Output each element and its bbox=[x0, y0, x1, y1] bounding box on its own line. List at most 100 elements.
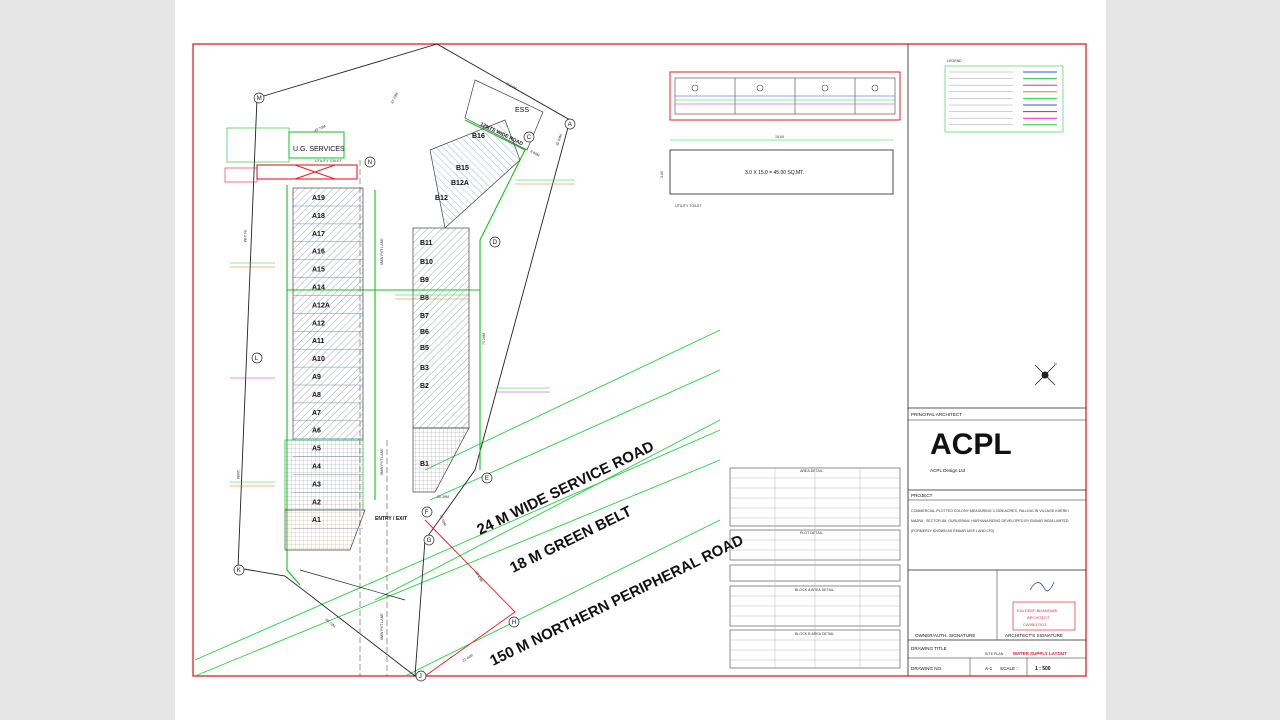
plot-label-a16: A16 bbox=[312, 249, 325, 256]
svg-text:94.24M: 94.24M bbox=[243, 230, 247, 242]
lane-label-1: 6MW PVT LANE bbox=[380, 238, 384, 265]
legend: LEGEND bbox=[944, 59, 1064, 133]
ug-services-box: U.G. SERVICES UTILITY TOILET bbox=[256, 131, 358, 180]
lane-label-2: 6MW PVT LANE bbox=[380, 448, 384, 475]
svg-text:U.G. SERVICES: U.G. SERVICES bbox=[293, 146, 345, 153]
corner-marker-j bbox=[415, 670, 427, 682]
corner-marker-n bbox=[364, 156, 376, 168]
plot-label-a5: A5 bbox=[312, 446, 321, 453]
svg-text:100M: 100M bbox=[236, 470, 240, 479]
corner-label-h: H bbox=[512, 620, 516, 626]
plot-label-a8: A8 bbox=[312, 392, 321, 399]
plot-label-b3: B3 bbox=[420, 365, 429, 372]
svg-text:OWNER/AUTH. SIGNATURE: OWNER/AUTH. SIGNATURE bbox=[915, 633, 975, 638]
plot-label-a7: A7 bbox=[312, 410, 321, 417]
svg-text:COMMERCIAL PLOTTED COLONY MEAS: COMMERCIAL PLOTTED COLONY MEASURING 3.33… bbox=[911, 509, 1069, 513]
svg-text:ARCHITECT: ARCHITECT bbox=[1027, 615, 1050, 620]
svg-text:(FORMERLY KNOWN AS EMAAR MGF L: (FORMERLY KNOWN AS EMAAR MGF LAND LTD) bbox=[911, 529, 994, 533]
plot-label-a12a: A12A bbox=[312, 302, 330, 309]
corner-marker-a bbox=[564, 118, 576, 130]
corner-label-m: M bbox=[257, 96, 262, 102]
svg-text:DRAWING NO.: DRAWING NO. bbox=[911, 666, 942, 671]
svg-text:PROJECT: PROJECT bbox=[911, 493, 933, 498]
svg-text:CA/95/17913: CA/95/17913 bbox=[1023, 622, 1047, 627]
corner-marker-m bbox=[253, 92, 265, 104]
north-arrow-icon: N bbox=[1034, 362, 1057, 386]
svg-text:WATER SUPPLY LAYOUT: WATER SUPPLY LAYOUT bbox=[1013, 651, 1067, 656]
corner-label-a: A bbox=[568, 122, 572, 128]
plot-label-a19: A19 bbox=[312, 195, 325, 202]
road-lines bbox=[194, 329, 721, 677]
svg-text:35.43M: 35.43M bbox=[474, 571, 483, 583]
ess-box: ESS bbox=[464, 79, 544, 151]
svg-text:30.00M: 30.00M bbox=[555, 134, 563, 147]
plot-label-a10: A10 bbox=[312, 356, 325, 363]
plot-label-b7: B7 bbox=[420, 313, 429, 320]
dimension-labels: 43.70M 47.70M 46.54M 8.80M 30.00M 94.24M… bbox=[236, 81, 563, 663]
plot-label-a4: A4 bbox=[312, 464, 321, 471]
corner-label-e: E bbox=[485, 476, 489, 482]
annotations bbox=[224, 127, 575, 487]
plot-label-a6: A6 bbox=[312, 428, 321, 435]
svg-text:68.72M: 68.72M bbox=[324, 618, 336, 629]
svg-text:3.00: 3.00 bbox=[660, 171, 664, 178]
entry-exit-label: ENTRY / EXIT bbox=[375, 516, 407, 522]
plot-label-b1: B1 bbox=[420, 461, 429, 468]
corner-marker-l bbox=[251, 352, 263, 364]
block-a-labels: A19A18A17A16A15A14A12AA12A11A10A9A8A7A6A… bbox=[293, 195, 363, 529]
corner-marker-f bbox=[421, 506, 433, 518]
corner-label-d: D bbox=[493, 240, 498, 246]
svg-text:DRAWING TITLE: DRAWING TITLE bbox=[911, 646, 947, 651]
svg-text:LEGEND: LEGEND bbox=[947, 59, 962, 63]
svg-text:1 : 500: 1 : 500 bbox=[1035, 666, 1051, 672]
plot-label-b15: B15 bbox=[456, 165, 469, 172]
svg-text:UTILITY TOILET: UTILITY TOILET bbox=[675, 204, 703, 208]
svg-text:15.00: 15.00 bbox=[775, 135, 784, 139]
svg-text:ACPL Design Ltd: ACPL Design Ltd bbox=[930, 468, 966, 473]
svg-text:N: N bbox=[1054, 362, 1057, 366]
svg-text:PRINCIPAL ARCHITECT: PRINCIPAL ARCHITECT bbox=[911, 412, 962, 417]
corner-marker-d bbox=[489, 236, 501, 248]
plot-label-b12: B12 bbox=[435, 195, 448, 202]
sheet-border bbox=[192, 43, 1087, 677]
plot-label-b6: B6 bbox=[420, 329, 429, 336]
svg-text:SITE PLAN: SITE PLAN bbox=[985, 652, 1004, 656]
plot-label-a9: A9 bbox=[312, 374, 321, 381]
corner-marker-e bbox=[481, 472, 493, 484]
corner-marker-c bbox=[523, 131, 535, 143]
corner-label-j: J bbox=[419, 674, 422, 680]
svg-text:SCALE :: SCALE : bbox=[1000, 666, 1018, 671]
corner-marker-k bbox=[233, 564, 245, 576]
svg-text:22.44M: 22.44M bbox=[462, 653, 474, 662]
svg-text:8.80M: 8.80M bbox=[530, 149, 541, 157]
plot-label-b12a: B12A bbox=[451, 180, 469, 187]
title-block: PRINCIPAL ARCHITECT ACPL ACPL Design Ltd… bbox=[908, 407, 1086, 676]
corner-label-n: N bbox=[368, 160, 372, 166]
plot-label-a14: A14 bbox=[312, 285, 325, 292]
plot-label-b8: B8 bbox=[420, 295, 429, 302]
plot-label-b10: B10 bbox=[420, 259, 433, 266]
svg-text:3.0 X 15.0 = 45.00 SQ.MT.: 3.0 X 15.0 = 45.00 SQ.MT. bbox=[745, 170, 804, 176]
svg-text:47.70M: 47.70M bbox=[390, 92, 399, 105]
svg-text:BLOCK B AREA DETAIL: BLOCK B AREA DETAIL bbox=[795, 632, 834, 636]
red-boundary bbox=[424, 519, 516, 677]
block-b bbox=[412, 119, 521, 493]
corner-label-g: G bbox=[427, 538, 432, 544]
utility-toilet-outline: 15.00 3.0 X 15.0 = 45.00 SQ.MT. 3.00 UTI… bbox=[660, 135, 894, 208]
block-a bbox=[284, 187, 366, 551]
plot-label-b11: B11 bbox=[420, 240, 433, 247]
svg-text:ARCHITECT'S SIGNATURE: ARCHITECT'S SIGNATURE bbox=[1005, 633, 1063, 638]
plot-label-a12: A12 bbox=[312, 320, 325, 327]
corner-marker-g bbox=[423, 534, 435, 546]
svg-text:BLOCK A AREA DETAIL: BLOCK A AREA DETAIL bbox=[795, 588, 834, 592]
svg-text:43.70M: 43.70M bbox=[314, 124, 327, 133]
svg-text:26.39M: 26.39M bbox=[437, 495, 449, 499]
svg-text:MAJRA , SECTOR-88, GURUGRAM, H: MAJRA , SECTOR-88, GURUGRAM, HARYANA BEI… bbox=[911, 519, 1069, 523]
svg-text:AREA DETAIL: AREA DETAIL bbox=[800, 469, 823, 473]
svg-text:ACPL: ACPL bbox=[930, 428, 1012, 461]
plot-label-b9: B9 bbox=[420, 277, 429, 284]
plot-label-a17: A17 bbox=[312, 231, 325, 238]
